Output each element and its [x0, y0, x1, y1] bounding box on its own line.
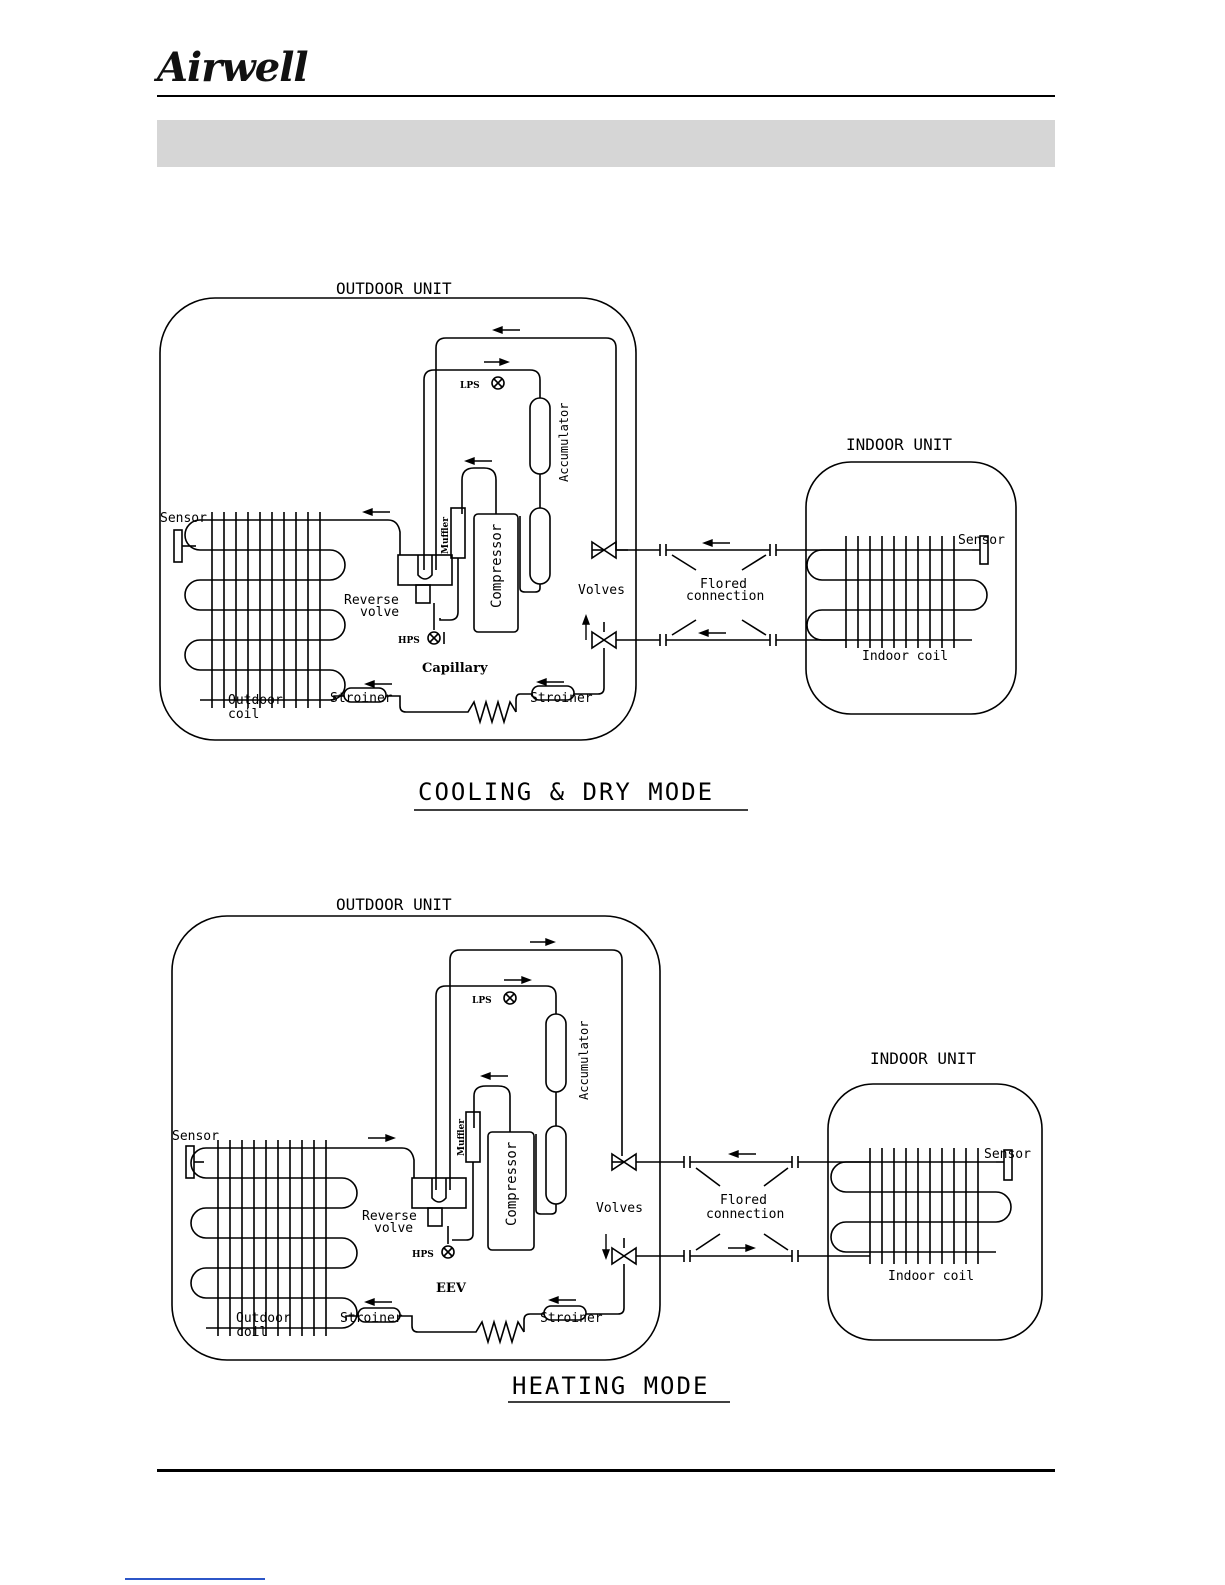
indoor-sensor-label: Sensor — [984, 1147, 1031, 1162]
capillary-coil — [386, 695, 517, 725]
reverse-valve-label-1: Reverse — [344, 593, 399, 608]
outdoor-sensor — [173, 529, 183, 563]
outdoor-unit-box — [159, 297, 637, 741]
eev-label: EEV — [436, 1281, 467, 1296]
heating-mode-title: HEATING MODE — [512, 1372, 709, 1400]
indoor-unit-label: INDOOR UNIT — [846, 435, 952, 454]
hps-label: HPS — [398, 636, 420, 646]
outdoor-sensor-label: Sensor — [172, 1129, 219, 1144]
accumulator — [529, 397, 551, 475]
eev-coil — [400, 1315, 525, 1345]
cooling-mode-title: COOLING & DRY MODE — [418, 778, 714, 806]
lower-service-valve — [611, 1246, 637, 1266]
brand-logo: Airwell — [157, 44, 309, 91]
lps-gauge — [491, 376, 505, 390]
indoor-unit-box — [805, 461, 1017, 715]
reverse-valve-label-2: volve — [374, 1221, 413, 1236]
indoor-sensor — [979, 535, 989, 565]
valves-label: Volves — [578, 583, 625, 598]
hps-label: HPS — [412, 1250, 434, 1260]
indoor-unit-box — [827, 1083, 1043, 1341]
muffler-label: Muffler — [441, 517, 451, 554]
lps-label: LPS — [472, 996, 492, 1006]
strainer-right-label: Stroiner — [530, 691, 593, 706]
indoor-coil-label: Indoor coil — [888, 1269, 974, 1284]
cooling-diagram: OUTDOOR UNIT INDOOR UNIT Sensor Sensor L… — [159, 279, 1017, 811]
lower-service-valve — [591, 630, 617, 650]
section-title-bar — [157, 120, 1055, 167]
flared-connection-label-1: Flored — [720, 1193, 767, 1208]
lps-gauge — [503, 991, 517, 1005]
compressor-label: Compressor — [504, 1142, 520, 1226]
header-rule — [157, 95, 1055, 97]
outdoor-coil-label-2: coil — [228, 707, 259, 722]
outdoor-coil — [190, 1140, 358, 1336]
compressor — [487, 1131, 535, 1251]
flared-connection-label-2: connection — [706, 1207, 784, 1222]
capillary-label: Capillary — [422, 661, 488, 676]
compressor-label: Compressor — [489, 524, 505, 608]
indoor-unit-label: INDOOR UNIT — [870, 1049, 976, 1068]
muffler — [450, 507, 466, 559]
footer-link-underline[interactable] — [125, 1578, 265, 1580]
strainer-left-label: Stroiner — [330, 691, 393, 706]
outdoor-unit-box — [171, 915, 661, 1361]
accumulator — [545, 1013, 567, 1093]
outdoor-coil — [184, 512, 346, 708]
strainer-left — [357, 1307, 401, 1323]
indoor-coil-label: Indoor coil — [862, 649, 948, 664]
strainer-right — [543, 1305, 587, 1321]
valves-label: Volves — [596, 1201, 643, 1216]
outdoor-sensor-label: Sensor — [160, 511, 207, 526]
footer-rule — [157, 1469, 1055, 1472]
outdoor-unit-label: OUTDOOR UNIT — [336, 895, 452, 914]
strainer-right-label: Stroiner — [540, 1311, 603, 1326]
hps-gauge — [441, 1245, 455, 1259]
indoor-sensor-label: Sensor — [958, 533, 1005, 548]
outdoor-coil-label-1: Outdoor — [228, 693, 283, 708]
hps-gauge — [427, 631, 441, 645]
outdoor-unit-label: OUTDOOR UNIT — [336, 279, 452, 298]
reverse-valve-label-2: volve — [360, 605, 399, 620]
reverse-valve-label-1: Reverse — [362, 1209, 417, 1224]
flared-connection-label-2: connection — [686, 589, 764, 604]
strainer-right — [531, 685, 575, 701]
accumulator-label: Accumulator — [557, 403, 571, 482]
indoor-coil — [806, 536, 988, 648]
indoor-sensor — [1003, 1149, 1013, 1181]
strainer-left — [343, 687, 387, 703]
outdoor-coil-label-1: Outdoor — [236, 1311, 291, 1326]
indoor-coil — [830, 1148, 1012, 1264]
reverse-valve — [411, 1177, 467, 1209]
reverse-valve — [397, 554, 453, 586]
outdoor-sensor — [185, 1145, 195, 1179]
muffler-label: Muffler — [457, 1119, 467, 1156]
accumulator-label: Accumulator — [577, 1021, 591, 1100]
lps-label: LPS — [460, 381, 480, 391]
heating-diagram: OUTDOOR UNIT INDOOR UNIT Sensor Sensor L… — [171, 895, 1043, 1403]
outdoor-coil-label-2: coil — [236, 1325, 267, 1340]
strainer-left-label: Stroiner — [340, 1311, 403, 1326]
flared-connection-label-1: Flored — [700, 577, 747, 592]
muffler — [465, 1111, 481, 1163]
